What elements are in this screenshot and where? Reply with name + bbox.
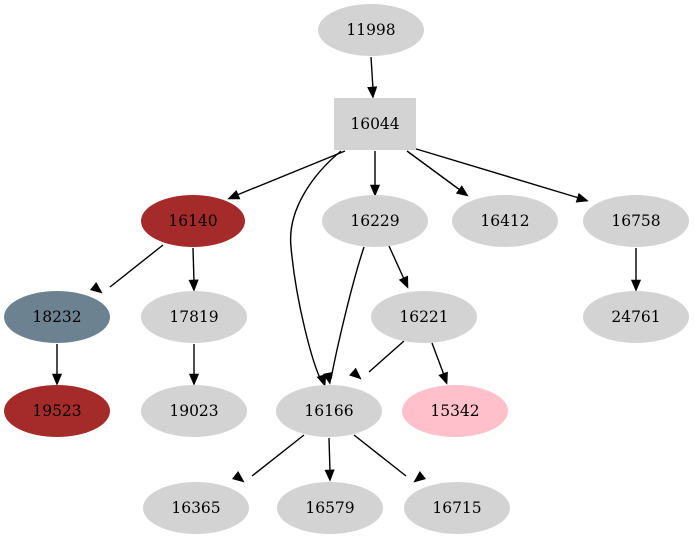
- node-ellipse[interactable]: [4, 385, 110, 437]
- node-ellipse[interactable]: [141, 385, 247, 437]
- graph-edge: [109, 244, 164, 288]
- graph-node[interactable]: 19023: [141, 385, 247, 437]
- graph-node[interactable]: 16365: [143, 482, 249, 534]
- graph-edge: [431, 342, 445, 376]
- graph-edge: [406, 150, 461, 191]
- edge-arrowhead: [398, 275, 409, 289]
- node-ellipse[interactable]: [141, 195, 245, 247]
- edge-arrowhead: [630, 279, 642, 292]
- node-ellipse[interactable]: [583, 195, 689, 247]
- graph-node[interactable]: 16229: [322, 195, 428, 247]
- graph-node[interactable]: 19523: [4, 385, 110, 437]
- edge-arrowhead: [322, 371, 333, 385]
- graph-edge: [388, 245, 405, 280]
- graph-node[interactable]: 16221: [371, 291, 477, 343]
- graph-edge: [330, 246, 365, 380]
- edge-arrowhead: [188, 279, 199, 292]
- node-ellipse[interactable]: [143, 482, 249, 534]
- edge-arrowhead: [188, 373, 200, 386]
- edge-arrowhead: [89, 282, 103, 294]
- node-ellipse[interactable]: [402, 385, 508, 437]
- graph-node[interactable]: 16140: [141, 195, 245, 247]
- edge-arrowhead: [51, 373, 63, 386]
- graph-edge: [370, 56, 374, 90]
- edge-arrowhead: [367, 86, 378, 99]
- node-ellipse[interactable]: [276, 385, 382, 437]
- graph-node[interactable]: 15342: [402, 385, 508, 437]
- graph-node[interactable]: 17819: [141, 291, 247, 343]
- graph-node[interactable]: 16044: [334, 98, 416, 150]
- edge-arrowhead: [231, 471, 245, 483]
- node-ellipse[interactable]: [318, 4, 424, 56]
- graph-node[interactable]: 16579: [277, 482, 383, 534]
- node-ellipse[interactable]: [404, 482, 510, 534]
- graph-edge: [236, 150, 346, 196]
- node-ellipse[interactable]: [583, 291, 689, 343]
- edge-arrowhead: [324, 469, 335, 482]
- graph-node[interactable]: 11998: [318, 4, 424, 56]
- nodes-layer: 11998 16044 16140 16229 16412 16758 18232 17819…: [4, 4, 689, 534]
- graph-node[interactable]: 16715: [404, 482, 510, 534]
- edge-arrowhead: [316, 373, 327, 387]
- edge-arrowhead: [349, 367, 362, 380]
- graph-edge: [353, 434, 407, 477]
- graph-node[interactable]: 24761: [583, 291, 689, 343]
- node-box[interactable]: [334, 98, 416, 150]
- node-ellipse[interactable]: [4, 291, 110, 343]
- edge-arrowhead: [575, 192, 589, 203]
- node-ellipse[interactable]: [452, 195, 558, 247]
- graph-edge: [192, 247, 195, 283]
- graph-edge: [251, 434, 305, 477]
- edge-arrowhead: [369, 184, 381, 197]
- graph-edge: [368, 340, 405, 373]
- node-ellipse[interactable]: [141, 291, 247, 343]
- node-ellipse[interactable]: [322, 195, 428, 247]
- edge-arrowhead: [455, 185, 469, 197]
- graph-node[interactable]: 18232: [4, 291, 110, 343]
- node-ellipse[interactable]: [371, 291, 477, 343]
- edges-layer: [51, 56, 642, 483]
- graph-edge: [412, 147, 580, 199]
- edge-arrowhead: [413, 471, 427, 483]
- edge-arrowhead: [438, 371, 448, 385]
- graph-edge: [289, 150, 342, 383]
- graph-node[interactable]: 16412: [452, 195, 558, 247]
- node-ellipse[interactable]: [277, 482, 383, 534]
- graph-node[interactable]: 16758: [583, 195, 689, 247]
- graph-node[interactable]: 16166: [276, 385, 382, 437]
- graph-edge: [328, 437, 331, 473]
- edge-arrowhead: [227, 189, 241, 200]
